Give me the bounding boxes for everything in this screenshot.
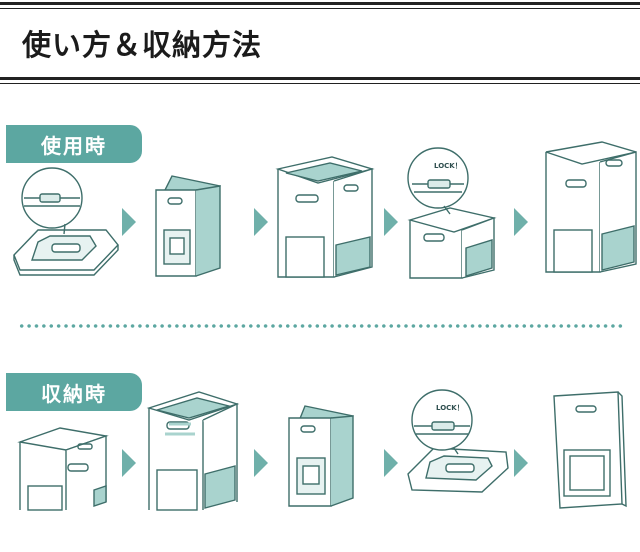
step-illustration-flat-panel: [553, 391, 627, 509]
step-illustration-storage-lock: LOCK！: [407, 389, 509, 493]
step-arrow: [122, 449, 136, 477]
header-rule-thick: [0, 77, 640, 80]
section-divider-dots: [18, 324, 624, 328]
step-arrow: [122, 208, 136, 236]
step-arrow: [254, 449, 268, 477]
step-illustration-folding: [155, 175, 221, 277]
step-illustration-storage-folding: [288, 405, 354, 507]
step-illustration-storage-open: [146, 391, 240, 511]
lock-label: LOCK！: [436, 404, 464, 412]
step-illustration-open-box: [275, 156, 375, 278]
step-illustration-assembled-box: [545, 141, 637, 273]
top-rule-thick: [0, 2, 640, 5]
section-label-storage: 収納時: [6, 373, 142, 411]
step-illustration-lock: LOCK！: [407, 147, 497, 279]
step-arrow: [254, 208, 268, 236]
top-rule-thin: [0, 8, 640, 9]
header-rule-thin: [0, 83, 640, 84]
lock-label: LOCK！: [434, 162, 462, 170]
step-arrow: [384, 208, 398, 236]
section-label-in-use: 使用時: [6, 125, 142, 163]
step-arrow: [384, 449, 398, 477]
step-illustration-storage-box: [17, 427, 109, 511]
step-arrow: [514, 208, 528, 236]
page-title: 使い方＆収納方法: [22, 28, 263, 62]
step-arrow: [514, 449, 528, 477]
step-illustration-flat-board: [13, 167, 119, 276]
